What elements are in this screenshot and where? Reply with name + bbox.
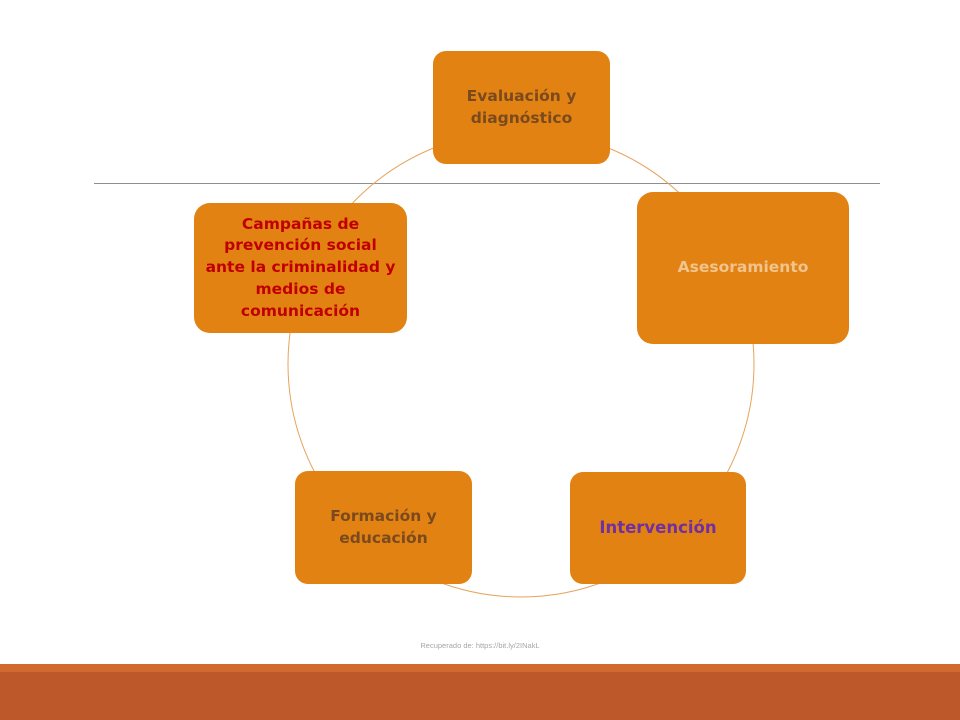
node-label: Intervención bbox=[599, 518, 717, 538]
node-formacion-educacion: Formación y educación bbox=[295, 471, 472, 584]
node-evaluacion-diagnostico: Evaluación y diagnóstico bbox=[433, 51, 610, 164]
node-intervencion: Intervención bbox=[570, 472, 746, 584]
node-asesoramiento: Asesoramiento bbox=[637, 192, 849, 344]
footer-bar bbox=[0, 664, 960, 720]
source-note: Recuperado de: https://bit.ly/2INakL bbox=[420, 641, 540, 650]
node-campanas-prevencion: Campañas de prevención social ante la cr… bbox=[194, 203, 407, 333]
node-label: Formación y educación bbox=[330, 506, 437, 547]
horizontal-divider bbox=[94, 183, 880, 184]
node-label: Campañas de prevención social ante la cr… bbox=[205, 214, 396, 320]
node-label: Asesoramiento bbox=[677, 258, 809, 277]
footer-accent-line bbox=[0, 664, 960, 672]
node-label: Evaluación y diagnóstico bbox=[466, 86, 577, 127]
